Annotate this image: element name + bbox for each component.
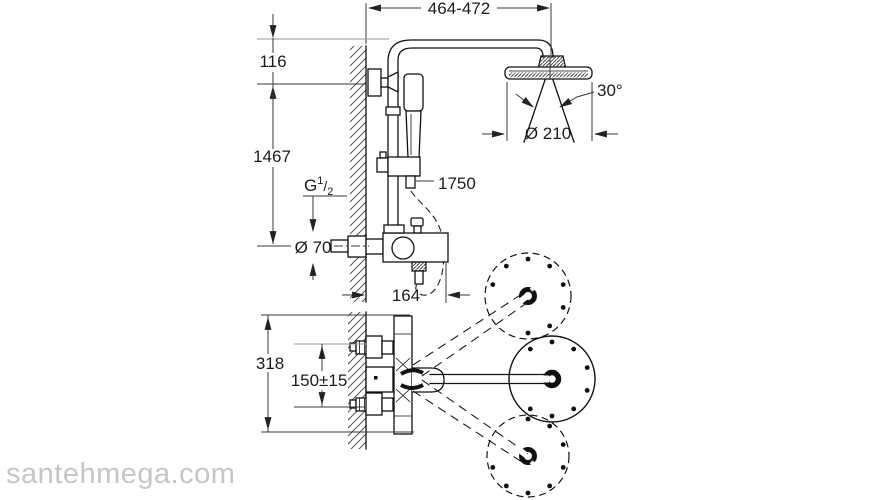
shower-hose — [410, 190, 445, 296]
dim-riser-height-label: 1467 — [253, 147, 291, 166]
dimension-116-1467: 116 1467 — [253, 14, 389, 245]
dim-thread-label: G1/2 — [304, 175, 333, 198]
dim-spray-angle-label: 30° — [597, 81, 623, 100]
dimension-top-width: 464-472 — [365, 0, 552, 55]
bath-mixer — [330, 217, 449, 285]
mixer-outlet — [411, 261, 427, 272]
dimension-thread: G1/2 — [303, 175, 347, 280]
dimension-escutcheon: Ø 70 — [257, 238, 331, 257]
slider-bracket — [376, 151, 421, 189]
wall-hatch-lower — [348, 312, 366, 449]
hand-shower — [403, 73, 424, 159]
dim-connection-spacing-label: 150±15 — [291, 371, 348, 390]
dimension-connection-spacing: 150±15 — [291, 343, 366, 408]
dimension-head-diameter: Ø 210 — [482, 82, 618, 143]
dim-bracket-offset-label: 116 — [259, 52, 286, 71]
mixer-knob — [391, 236, 415, 260]
head-position-upper — [484, 252, 572, 340]
spray-nozzle-dots — [490, 256, 590, 496]
pipe-union — [385, 106, 401, 116]
dimension-projection: 164 — [342, 263, 470, 305]
wall-bracket — [367, 68, 399, 97]
cartridge-housing — [365, 366, 394, 393]
dim-escutcheon-label: Ø 70 — [295, 238, 332, 257]
dim-plate-height-label: 318 — [256, 354, 284, 373]
dim-hose-length-label: 1750 — [438, 174, 476, 193]
swivel-positions — [412, 252, 596, 498]
head-position-lower — [486, 414, 570, 498]
dim-head-diameter-label: Ø 210 — [525, 124, 571, 143]
spray-cone — [523, 79, 575, 143]
dim-top-width-label: 464-472 — [428, 0, 490, 18]
head-shower — [504, 55, 593, 80]
diverter-knob — [410, 217, 424, 227]
dimension-plate-height: 318 — [256, 314, 414, 433]
head-position-center — [508, 335, 596, 423]
spray-face — [509, 72, 588, 78]
hose-nipple — [405, 175, 416, 189]
dimension-spray-angle: 30° — [515, 81, 623, 108]
dimension-hose-length: 1750 — [416, 174, 476, 193]
dim-projection-label: 164 — [392, 286, 420, 305]
watermark: santehmega.com — [6, 458, 235, 490]
wall-section-lower — [348, 311, 367, 450]
